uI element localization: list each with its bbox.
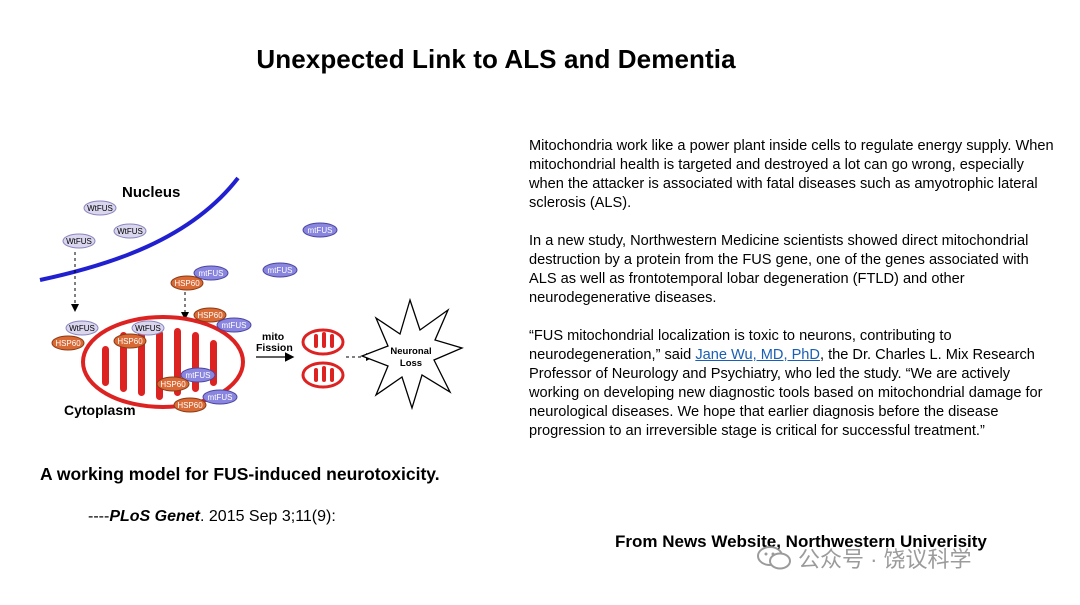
wtfus-badge: WtFUS xyxy=(65,320,99,336)
neuronal-loss-label: Neuronal xyxy=(390,346,431,357)
citation-journal: PLoS Genet xyxy=(109,508,200,525)
svg-text:HSP60: HSP60 xyxy=(160,380,186,389)
svg-text:mtFUS: mtFUS xyxy=(308,226,333,235)
citation: ----PLoS Genet. 2015 Sep 3;11(9): xyxy=(88,508,336,526)
nucleus-label: Nucleus xyxy=(122,184,180,201)
quote-rest: , the Dr. Charles L. Mix Research Profes… xyxy=(529,347,1043,439)
cytoplasm-label: Cytoplasm xyxy=(64,402,136,418)
wtfus-badge: WtFUS xyxy=(83,200,117,216)
neuronal-loss-burst xyxy=(360,297,464,411)
article-text: Mitochondria work like a power plant ins… xyxy=(529,137,1059,460)
svg-text:WtFUS: WtFUS xyxy=(87,204,113,213)
svg-text:WtFUS: WtFUS xyxy=(69,324,95,333)
article-paragraph: Mitochondria work like a power plant ins… xyxy=(529,138,1054,211)
mtfus-badge: mtFUS xyxy=(302,222,338,238)
citation-prefix: ---- xyxy=(88,508,110,525)
svg-text:mtFUS: mtFUS xyxy=(186,371,211,380)
mito-fission-label: mito xyxy=(262,331,284,343)
wtfus-badge: WtFUS xyxy=(62,233,96,249)
svg-text:HSP60: HSP60 xyxy=(177,401,203,410)
hsp60-badge: HSP60 xyxy=(156,376,190,392)
mtfus-badge: mtFUS xyxy=(193,265,229,281)
svg-text:HSP60: HSP60 xyxy=(174,279,200,288)
svg-text:WtFUS: WtFUS xyxy=(117,227,143,236)
fus-model-diagram: Nucleus WtFUS WtFUS WtFUS mtFUS mtFUS mt… xyxy=(30,170,470,435)
hsp60-badge: HSP60 xyxy=(173,397,207,413)
hsp60-badge: HSP60 xyxy=(170,275,204,291)
wtfus-badge: WtFUS xyxy=(113,223,147,239)
hsp60-badge: HSP60 xyxy=(113,333,147,349)
mtfus-badge: mtFUS xyxy=(216,317,252,333)
svg-text:mtFUS: mtFUS xyxy=(222,321,247,330)
svg-text:mtFUS: mtFUS xyxy=(268,266,293,275)
mitochondrion-fragment xyxy=(301,328,345,356)
author-link[interactable]: Jane Wu, MD, PhD xyxy=(695,347,820,363)
diagram-svg: Nucleus WtFUS WtFUS WtFUS mtFUS mtFUS mt… xyxy=(39,176,464,418)
wtfus-badge: WtFUS xyxy=(131,320,165,336)
figure-caption: A working model for FUS-induced neurotox… xyxy=(40,464,440,484)
slide-title: Unexpected Link to ALS and Dementia xyxy=(256,44,736,74)
watermark: 公众号 · 饶议科学 xyxy=(756,542,972,574)
quote-start: “FUS mitochondrial localization is toxic… xyxy=(529,328,952,363)
watermark-text: 公众号 · 饶议科学 xyxy=(798,547,972,572)
svg-text:HSP60: HSP60 xyxy=(117,337,143,346)
nucleus-membrane xyxy=(39,176,240,282)
svg-text:WtFUS: WtFUS xyxy=(135,324,161,333)
mtfus-badge: mtFUS xyxy=(262,262,298,278)
citation-details: . 2015 Sep 3;11(9): xyxy=(200,508,336,525)
svg-text:mtFUS: mtFUS xyxy=(199,269,224,278)
mtfus-badge: mtFUS xyxy=(202,389,238,405)
svg-text:WtFUS: WtFUS xyxy=(66,237,92,246)
svg-text:mtFUS: mtFUS xyxy=(208,393,233,402)
wechat-icon xyxy=(757,546,791,570)
svg-text:HSP60: HSP60 xyxy=(55,339,81,348)
article-paragraph: In a new study, Northwestern Medicine sc… xyxy=(529,233,1029,306)
hsp60-badge: HSP60 xyxy=(193,307,227,323)
svg-text:HSP60: HSP60 xyxy=(197,311,223,320)
hsp60-badge: HSP60 xyxy=(51,335,85,351)
neuronal-loss-label: Loss xyxy=(400,358,422,369)
mito-fission-label: Fission xyxy=(256,342,293,354)
mtfus-badge: mtFUS xyxy=(180,367,216,383)
source-credit: From News Website, Northwestern Univeris… xyxy=(615,532,987,551)
article-paragraph: “FUS mitochondrial localization is toxic… xyxy=(529,327,1059,441)
mitochondrion-fragment xyxy=(301,361,345,389)
